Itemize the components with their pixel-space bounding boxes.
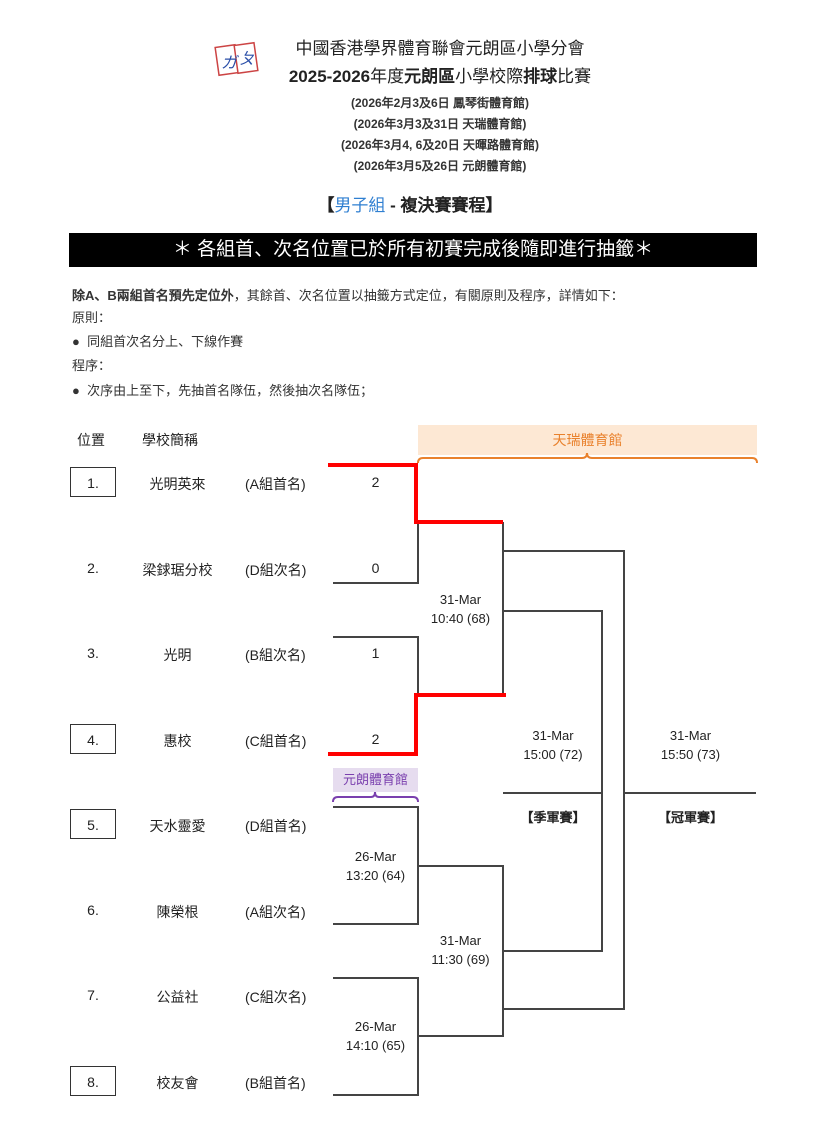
venue-label-yuen-long: 元朗體育館 xyxy=(333,768,418,792)
school-name: 梁銶琚分校 xyxy=(142,562,213,578)
position-label: 7. xyxy=(87,987,99,1003)
position-label: 2. xyxy=(87,560,99,576)
procedure-item: ● 次序由上至下，先抽首名隊伍，然後抽次名隊伍； xyxy=(72,383,374,398)
school-name: 天水靈愛 xyxy=(149,818,206,834)
position-label: 6. xyxy=(87,902,99,918)
winner-path-red xyxy=(328,463,506,756)
third-place-match-tag: 【季軍賽】 xyxy=(520,810,586,825)
organization-name: 中國香港學界體育聯會元朗區小學分會 xyxy=(295,39,585,58)
group-rank: (C組次名) xyxy=(245,989,307,1005)
bracket-black-lines xyxy=(333,522,756,1096)
school-name: 光明 xyxy=(163,647,192,663)
column-header-school: 學校簡稱 xyxy=(142,432,198,448)
group-rank: (C組首名) xyxy=(245,733,307,749)
school-name: 惠校 xyxy=(163,733,192,749)
svg-text:ㄆ: ㄆ xyxy=(239,49,255,68)
match-score: 1 xyxy=(371,645,380,661)
group-rank: (D組首名) xyxy=(245,818,307,834)
competition-title: 2025-2026年度元朗區小學校際排球比賽 xyxy=(288,67,592,86)
venue-date-line: (2026年3月4, 6及20日 天暉路體育館) xyxy=(340,138,540,152)
school-name: 公益社 xyxy=(156,989,199,1005)
venue-label-tin-shui: 天瑞體育館 xyxy=(418,425,757,455)
svg-text:ガ: ガ xyxy=(221,53,239,72)
school-name: 陳榮根 xyxy=(156,904,199,920)
position-box: 4. xyxy=(70,724,116,754)
venue-date-line: (2026年3月5及26日 元朗體育館) xyxy=(353,159,527,173)
tin-shui-brace xyxy=(417,452,758,464)
position-box: 1. xyxy=(70,467,116,497)
match-score: 2 xyxy=(371,731,380,747)
intro-note: 除A、B兩組首名預先定位外，其餘首、次名位置以抽籤方式定位，有關原則及程序，詳情… xyxy=(72,288,624,303)
column-header-position: 位置 xyxy=(77,432,105,448)
principle-label: 原則： xyxy=(72,310,112,325)
position-box: 8. xyxy=(70,1066,116,1096)
venue-date-line: (2026年2月3及6日 鳳琴街體育館) xyxy=(350,96,530,110)
section-title: 【男子組 - 複決賽賽程】 xyxy=(317,196,503,215)
final-match-tag: 【冠軍賽】 xyxy=(657,810,723,825)
procedure-label: 程序： xyxy=(72,358,112,373)
draw-notice-banner: ＊ 各組首、次名位置已於所有初賽完成後隨即進行抽籤＊ xyxy=(69,233,757,267)
group-rank: (B組首名) xyxy=(245,1075,306,1091)
group-rank: (A組首名) xyxy=(245,476,306,492)
association-logo: ガ ㄆ xyxy=(214,41,259,77)
match-score: 0 xyxy=(371,560,380,576)
principle-item: ● 同組首次名分上、下線作賽 xyxy=(72,334,244,349)
school-name: 校友會 xyxy=(156,1075,199,1091)
match-score: 2 xyxy=(371,474,380,490)
group-rank: (B組次名) xyxy=(245,647,306,663)
position-label: 3. xyxy=(87,645,99,661)
position-box: 5. xyxy=(70,809,116,839)
group-rank: (A組次名) xyxy=(245,904,306,920)
venue-date-line: (2026年3月3及31日 天瑞體育館) xyxy=(353,117,527,131)
school-name: 光明英來 xyxy=(149,476,206,492)
group-rank: (D組次名) xyxy=(245,562,307,578)
yuen-long-brace xyxy=(332,791,419,803)
